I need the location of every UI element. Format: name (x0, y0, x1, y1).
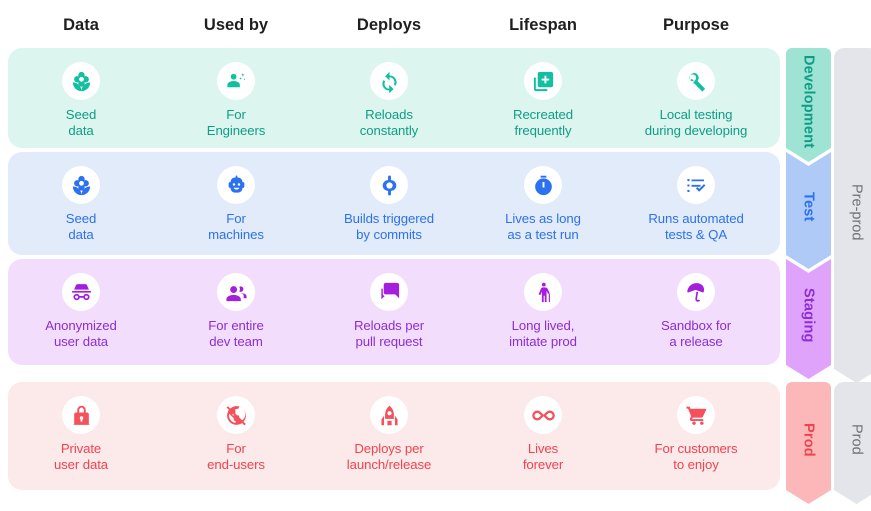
cell-development-data: Seed data (0, 48, 166, 148)
cell-label: For entire dev team (208, 318, 264, 349)
stage-group-label: Prod (848, 424, 865, 455)
flower-icon (62, 62, 100, 100)
stage-chevron-development: Development (786, 48, 831, 162)
cell-label: Lives as long as a test run (505, 211, 581, 242)
cell-label: Reloads constantly (359, 107, 419, 138)
row-development: Seed data For Engineers Reloads constantly… (8, 48, 780, 148)
cell-label: Lives forever (522, 441, 564, 472)
cell-label: Runs automated tests & QA (648, 211, 744, 242)
column-header-data: Data (63, 16, 99, 34)
cell-prod-lifespan: Lives forever (458, 382, 628, 490)
row-staging: Anonymized user data For entire dev team R… (8, 259, 780, 365)
stage-group-pre-prod: Pre-prod (834, 48, 871, 383)
library-add-icon (524, 62, 562, 100)
cell-label: For Engineers (206, 107, 266, 138)
cell-label: For customers to enjoy (654, 441, 738, 472)
cell-label: Recreated frequently (513, 107, 573, 138)
stage-chevron-label: Test (800, 192, 817, 222)
cell-label: Seed data (65, 107, 97, 138)
cell-label: For machines (208, 211, 264, 242)
cell-test-data: Seed data (0, 152, 166, 255)
stage-chevron-test: Test (786, 152, 831, 269)
stage-chevron-label: Development (800, 54, 817, 149)
column-header-deploys: Deploys (356, 16, 422, 34)
cell-development-lifespan: Recreated frequently (458, 48, 628, 148)
cell-label: Anonymized user data (45, 318, 117, 349)
elderly-icon (524, 273, 562, 311)
checklist-icon (677, 166, 715, 204)
umbrella-icon (677, 273, 715, 311)
column-header-lifespan: Lifespan (509, 16, 577, 34)
stage-group-label: Pre-prod (848, 183, 865, 241)
cell-label: Local testing during developing (644, 107, 748, 138)
cell-test-used-by: For machines (151, 152, 321, 255)
cell-label: Sandbox for a release (660, 318, 731, 349)
column-header-purpose: Purpose (662, 16, 730, 34)
forum-icon (370, 273, 408, 311)
cell-staging-purpose: Sandbox for a release (611, 259, 781, 365)
cell-development-purpose: Local testing during developing (611, 48, 781, 148)
cell-staging-used-by: For entire dev team (151, 259, 321, 365)
incognito-icon (62, 273, 100, 311)
cell-label: Reloads per pull request (353, 318, 424, 349)
cell-label: Long lived, imitate prod (509, 318, 577, 349)
cell-label: Private user data (53, 441, 109, 472)
cell-prod-purpose: For customers to enjoy (611, 382, 781, 490)
column-header-used-by: Used by (203, 16, 269, 34)
cell-prod-deploys: Deploys per launch/release (304, 382, 474, 490)
cart-icon (677, 396, 715, 434)
row-test: Seed data For machines Builds triggered by… (8, 152, 780, 255)
wrench-icon (677, 62, 715, 100)
cell-label: For end-users (207, 441, 265, 472)
commit-icon (370, 166, 408, 204)
refresh-icon (370, 62, 408, 100)
cell-staging-deploys: Reloads per pull request (304, 259, 474, 365)
flower-icon (62, 166, 100, 204)
engineering-icon (217, 62, 255, 100)
cell-label: Builds triggered by commits (343, 211, 435, 242)
timer-icon (524, 166, 562, 204)
cell-test-deploys: Builds triggered by commits (304, 152, 474, 255)
cell-label: Deploys per launch/release (346, 441, 432, 472)
stage-group-prod: Prod (834, 382, 871, 504)
cell-label: Seed data (65, 211, 97, 242)
column-headers: Data Used by Deploys Lifespan Purpose (0, 0, 780, 48)
stage-chevron-label: Prod (800, 422, 817, 457)
infinity-icon (524, 396, 562, 434)
cell-development-deploys: Reloads constantly (304, 48, 474, 148)
globe-off-icon (217, 396, 255, 434)
stage-chevron-label: Staging (800, 288, 817, 343)
cell-test-lifespan: Lives as long as a test run (458, 152, 628, 255)
cell-staging-data: Anonymized user data (0, 259, 166, 365)
row-prod: Private user data For end-users Deploys pe… (8, 382, 780, 490)
cell-prod-used-by: For end-users (151, 382, 321, 490)
cell-prod-data: Private user data (0, 382, 166, 490)
robot-icon (217, 166, 255, 204)
cell-test-purpose: Runs automated tests & QA (611, 152, 781, 255)
cell-development-used-by: For Engineers (151, 48, 321, 148)
people-icon (217, 273, 255, 311)
cell-staging-lifespan: Long lived, imitate prod (458, 259, 628, 365)
rocket-icon (370, 396, 408, 434)
lock-icon (62, 396, 100, 434)
stage-chevron-prod: Prod (786, 382, 831, 504)
stage-chevron-staging: Staging (786, 259, 831, 379)
